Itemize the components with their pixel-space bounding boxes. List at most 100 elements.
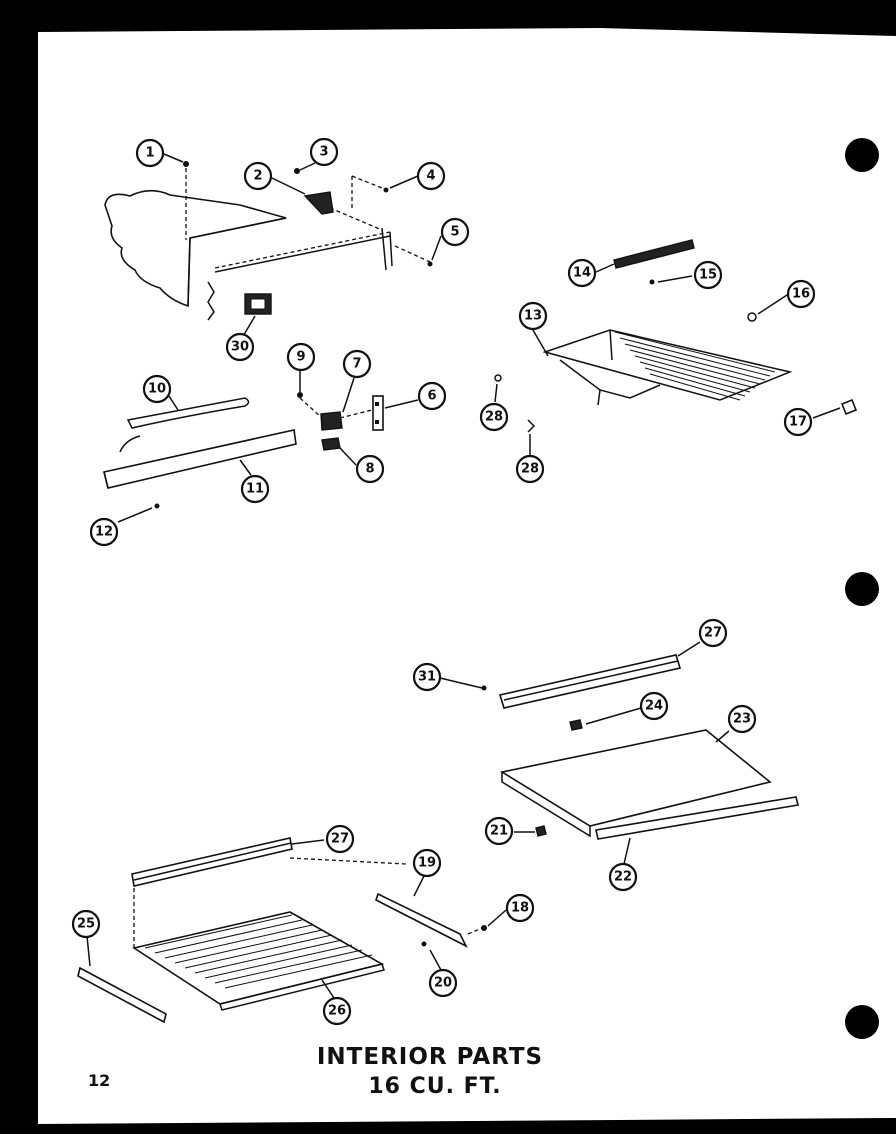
callout-22: 22	[608, 862, 638, 892]
stop-part-17	[840, 398, 858, 416]
callout-25: 25	[71, 909, 101, 939]
bracket-part-7	[320, 411, 343, 431]
screw-part-9	[297, 392, 303, 398]
svg-text:1: 1	[145, 146, 154, 161]
screw-part-1	[183, 161, 189, 167]
glass-shelf-part-23	[499, 729, 772, 838]
svg-text:23: 23	[733, 712, 751, 727]
callout-12: 12	[89, 517, 119, 547]
callout-18: 18	[505, 893, 535, 923]
svg-text:27: 27	[704, 626, 722, 641]
svg-text:10: 10	[148, 382, 166, 397]
shelf-trim-part-14	[613, 239, 695, 269]
svg-text:12: 12	[95, 525, 113, 540]
screw-part-18	[481, 925, 487, 931]
light-socket-part-30	[244, 293, 272, 315]
hinge-part-6	[372, 395, 384, 431]
callout-27-upper: 27	[698, 618, 728, 648]
clip-part-8	[321, 437, 341, 451]
callout-26: 26	[322, 996, 352, 1026]
diagram-subtitle: 16 CU. FT.	[368, 1074, 502, 1099]
wire-shelf-part-26	[131, 911, 385, 1011]
bracket-part-2	[303, 191, 334, 215]
callout-11: 11	[240, 474, 270, 504]
svg-text:7: 7	[352, 357, 361, 372]
clip-part-21	[535, 825, 547, 837]
page-number: 12	[88, 1071, 111, 1090]
clip-part-24	[569, 719, 583, 731]
svg-text:26: 26	[328, 1004, 346, 1019]
clip-part-28-upper	[494, 374, 502, 382]
svg-text:13: 13	[524, 309, 542, 324]
callout-27-lower: 27	[325, 824, 355, 854]
callout-1: 1	[135, 138, 165, 168]
svg-text:9: 9	[296, 350, 305, 365]
callout-31: 31	[412, 662, 442, 692]
svg-text:8: 8	[365, 462, 374, 477]
wire-shelf-part-13	[542, 329, 793, 406]
callout-19: 19	[412, 848, 442, 878]
svg-text:21: 21	[490, 824, 508, 839]
callout-8: 8	[355, 454, 385, 484]
callout-5: 5	[440, 217, 470, 247]
shelf-side-part-25	[77, 966, 167, 1024]
callout-2: 2	[243, 161, 273, 191]
svg-text:25: 25	[77, 917, 95, 932]
screw-part-20	[421, 941, 427, 947]
callout-23: 23	[727, 704, 757, 734]
callout-9: 9	[286, 342, 316, 372]
svg-text:16: 16	[792, 287, 810, 302]
callout-7: 7	[342, 349, 372, 379]
callout-10: 10	[142, 374, 172, 404]
svg-text:11: 11	[246, 482, 264, 497]
svg-text:28: 28	[485, 410, 503, 425]
screw-part-3	[294, 168, 300, 174]
binder-hole-top	[845, 138, 879, 172]
callout-17: 17	[783, 407, 813, 437]
svg-text:4: 4	[426, 169, 435, 184]
callout-30: 30	[225, 332, 255, 362]
svg-text:30: 30	[231, 340, 249, 355]
shelf-trim-part-27-lower	[131, 837, 293, 887]
screw-part-31	[481, 685, 487, 691]
callout-6: 6	[417, 381, 447, 411]
callout-16: 16	[786, 279, 816, 309]
binder-hole-bottom	[845, 1005, 879, 1039]
svg-text:18: 18	[511, 901, 529, 916]
shelf-rail-part-11	[103, 429, 297, 489]
callout-28-lower: 28	[515, 454, 545, 484]
cabinet-shelf-section	[104, 189, 287, 308]
screw-part-12	[154, 503, 160, 509]
binder-hole-middle	[845, 572, 879, 606]
trim-strip-part-10	[119, 397, 250, 453]
bumper-part-16	[747, 312, 757, 322]
svg-text:22: 22	[614, 870, 632, 885]
screw-part-4	[383, 187, 389, 193]
callout-3: 3	[309, 137, 339, 167]
callout-15: 15	[693, 260, 723, 290]
callout-13: 13	[518, 301, 548, 331]
diagram-title: INTERIOR PARTS	[316, 1044, 544, 1070]
shelf-support-part-19	[375, 892, 468, 948]
svg-text:19: 19	[418, 856, 436, 871]
callout-20: 20	[428, 968, 458, 998]
callout-14: 14	[567, 258, 597, 288]
svg-text:31: 31	[418, 670, 436, 685]
shelf-support-rail	[214, 227, 393, 273]
screw-part-15	[649, 279, 655, 285]
svg-text:17: 17	[789, 415, 807, 430]
svg-text:5: 5	[450, 225, 459, 240]
svg-text:24: 24	[645, 699, 663, 714]
svg-text:20: 20	[434, 976, 452, 991]
callout-24: 24	[639, 691, 669, 721]
callout-21: 21	[484, 816, 514, 846]
shelf-trim-part-27-upper	[498, 654, 682, 709]
svg-text:27: 27	[331, 832, 349, 847]
svg-text:15: 15	[699, 268, 717, 283]
svg-text:14: 14	[573, 266, 591, 281]
callout-4: 4	[416, 161, 446, 191]
clip-part-28-lower	[527, 419, 536, 433]
callout-28-upper: 28	[479, 402, 509, 432]
